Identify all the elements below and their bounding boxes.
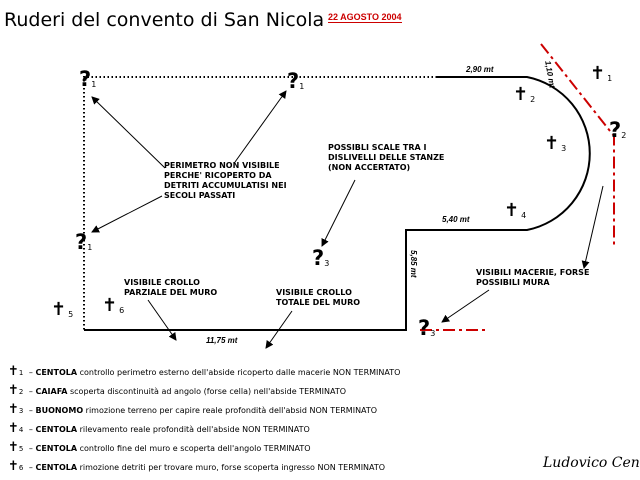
arrow <box>441 289 490 323</box>
page-title: Ruderi del convento di San Nicola <box>4 9 325 31</box>
signature: Ludovico Centola <box>543 455 640 471</box>
visible-wall <box>84 76 591 331</box>
date-label: 22 AGOSTO 2004 <box>328 12 402 23</box>
question-mark: ?1 <box>287 69 305 93</box>
cross-icon: ✝3 <box>544 133 567 154</box>
arrow <box>265 310 293 349</box>
arrow <box>234 90 287 163</box>
question-mark: ?3 <box>312 246 330 270</box>
rubble-line <box>540 43 615 245</box>
legend-item: ✝5 – CENTOLA controllo fine del muro e s… <box>8 440 311 455</box>
annotation-rubble: VISIBILI MACERIE, FORSE POSSIBILI MURA <box>476 268 590 287</box>
measure-vertical: 5,85 mt <box>409 250 418 278</box>
annotation-partial-collapse: VISIBILE CROLLO PARZIALE DEL MURO <box>124 278 218 297</box>
question-mark: ?1 <box>75 230 93 254</box>
legend-item: ✝4 – CENTOLA rilevamento reale profondit… <box>8 421 310 436</box>
cross-icon: ✝4 <box>504 200 527 221</box>
arrow <box>321 179 356 247</box>
legend-item: ✝3 – BUONOMO rimozione terreno per capir… <box>8 402 378 417</box>
question-mark: ?3 <box>418 316 436 340</box>
arrow <box>581 185 604 269</box>
measure-bottom: 11,75 mt <box>206 336 238 345</box>
cross-icon: ✝2 <box>513 84 536 105</box>
cross-icon: ✝6 <box>102 295 125 316</box>
arrow <box>147 299 177 341</box>
arrow <box>91 195 163 233</box>
question-mark: ?2 <box>609 118 627 142</box>
cross-icon: ✝1 <box>590 63 613 84</box>
annotation-perimeter: PERIMETRO NON VISIBILE PERCHE' RICOPERTO… <box>164 161 287 200</box>
arrow <box>91 96 166 169</box>
hidden-perimeter <box>83 76 437 330</box>
legend-item: ✝2 – CAIAFA scoperta discontinuità ad an… <box>8 383 346 398</box>
measure-top: 2,90 mt <box>466 65 494 74</box>
legend-item: ✝6 – CENTOLA rimozione detriti per trova… <box>8 459 386 474</box>
legend-item: ✝1 – CENTOLA controllo perimetro esterno… <box>8 364 401 379</box>
annotation-total-collapse: VISIBILE CROLLO TOTALE DEL MURO <box>276 288 361 307</box>
measure-middle: 5,40 mt <box>442 215 470 224</box>
annotation-stairs: POSSIBLI SCALE TRA I DISLIVELLI DELLE ST… <box>328 143 445 172</box>
question-mark: ?1 <box>79 67 97 91</box>
cross-icon: ✝5 <box>51 299 74 320</box>
